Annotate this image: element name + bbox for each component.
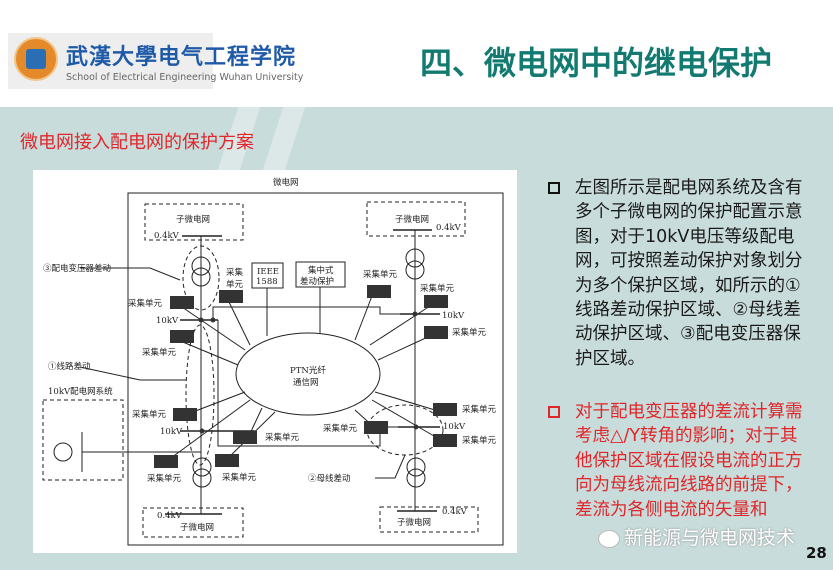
collector-label: 采集单元	[452, 327, 487, 338]
voltage-label: 10kV	[160, 427, 183, 437]
voltage-label: 10kV	[156, 316, 179, 326]
collector-label: 采集单元	[222, 472, 257, 483]
collector-label: 单元	[226, 279, 244, 290]
collector-label: 采集单元	[462, 435, 497, 446]
voltage-label: 0.4kV	[436, 223, 462, 233]
voltage-label: 10kV	[443, 422, 466, 432]
ptn-label: PTN光纤	[290, 365, 326, 376]
collector-unit	[170, 296, 194, 309]
central-protection-label: 差动保护	[300, 276, 334, 287]
university-logo: 武漢大學电气工程学院 School of Electrical Engineer…	[8, 33, 303, 89]
square-bullet-icon	[548, 182, 560, 194]
microgrid-border	[127, 192, 504, 546]
wechat-icon	[598, 529, 620, 548]
collector-label: 采集单元	[147, 473, 182, 484]
microgrid-label: 微电网	[273, 177, 299, 188]
bullet-text: 左图所示是配电网系统及含有多个子微电网的保护配置示意图，对于10kV电压等级配电…	[575, 178, 803, 369]
central-protection-label: 集中式	[308, 265, 334, 276]
collector-unit	[170, 330, 194, 343]
logo-en-text: School of Electrical Engineering Wuhan U…	[66, 72, 304, 83]
collector-label: 采集单元	[128, 298, 163, 309]
collector-unit	[154, 455, 178, 468]
collector-unit	[215, 454, 239, 467]
system-label: 10kV配电网系统	[48, 386, 113, 397]
collector-label: 采集单元	[132, 409, 167, 420]
slide-subtitle: 微电网接入配电网的保护方案	[20, 132, 254, 153]
zone1-label: ①线路差动	[48, 361, 91, 372]
page-number: 28	[806, 544, 827, 562]
square-bullet-icon	[548, 406, 560, 418]
ptn-label: 通信网	[293, 377, 319, 388]
distribution-system-box	[42, 399, 124, 481]
collector-unit	[424, 295, 448, 308]
collector-label: 采集单元	[142, 347, 177, 358]
zone3-label: ③配电变压器差动	[43, 263, 112, 274]
collector-unit	[364, 421, 388, 434]
collector-label: 采集单元	[323, 423, 358, 434]
sub-microgrid-label: 子微电网	[180, 522, 214, 533]
voltage-label: 10kV	[442, 311, 465, 321]
watermark-text: 新能源与微电网技术	[624, 527, 796, 549]
collector-unit	[424, 326, 448, 339]
sub-microgrid-box	[379, 506, 479, 533]
sub-microgrid-box	[366, 201, 466, 237]
ieee-label: IEEE	[257, 267, 279, 277]
collector-label: 采集单元	[420, 283, 455, 294]
sub-microgrid-label: 子微电网	[176, 214, 210, 225]
ptn-network	[235, 332, 381, 416]
sub-microgrid-box	[142, 507, 244, 538]
collector-label: 采集	[226, 267, 244, 278]
sub-microgrid-box	[144, 203, 244, 241]
voltage-label: 0.4kV	[157, 511, 183, 521]
voltage-label: 0.4kV	[154, 231, 180, 241]
slide-title: 四、微电网中的继电保护	[420, 44, 773, 82]
collector-unit	[219, 290, 243, 303]
sub-microgrid-label: 子微电网	[395, 214, 429, 225]
zone2-label: ②母线差动	[308, 473, 351, 484]
collector-label: 采集单元	[363, 269, 398, 280]
collector-unit	[367, 285, 391, 298]
collector-unit	[173, 408, 197, 421]
watermark: 新能源与微电网技术	[598, 523, 795, 550]
collector-unit	[433, 434, 457, 447]
collector-unit	[433, 403, 457, 416]
voltage-label: 0.4kV	[442, 507, 468, 517]
logo-cn-text: 武漢大學电气工程学院	[66, 45, 297, 70]
diagram-svg: 微电网 子微电网 子微电网 子微电网 子微电网 0.4kV 0.4kV 0.4k…	[42, 177, 504, 546]
collector-label: 采集单元	[462, 404, 497, 415]
ieee-label: 1588	[256, 277, 278, 287]
collector-unit	[233, 431, 257, 444]
sub-microgrid-label: 子微电网	[397, 517, 431, 528]
emblem-icon	[14, 37, 58, 81]
protection-diagram: 微电网 子微电网 子微电网 子微电网 子微电网 0.4kV 0.4kV 0.4k…	[33, 170, 517, 553]
bullet-text: 对于配电变压器的差流计算需考虑△/Y转角的影响；对于其他保护区域在假设电流的正方…	[575, 402, 803, 520]
collector-label: 采集单元	[265, 432, 300, 443]
